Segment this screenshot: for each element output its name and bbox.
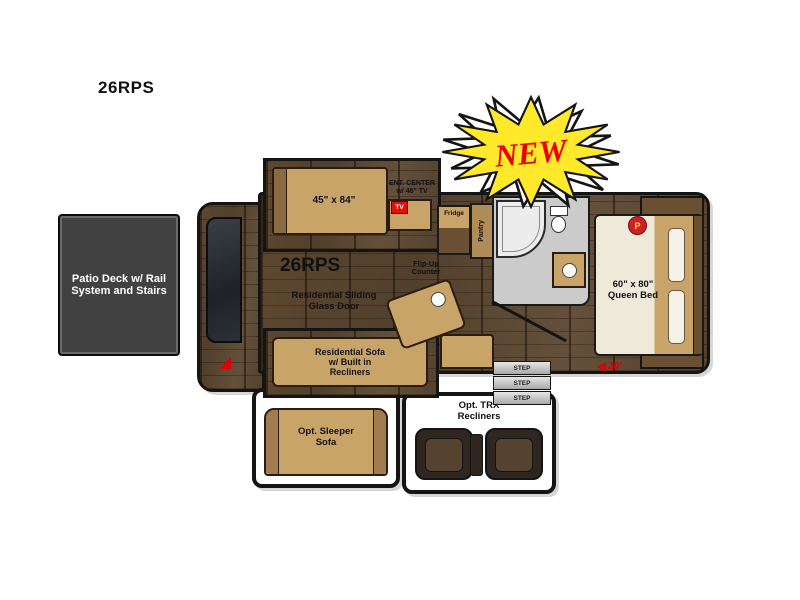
tv-chip: TV bbox=[391, 201, 408, 214]
step-2: STEP bbox=[493, 376, 551, 390]
new-badge: NEW bbox=[442, 94, 620, 210]
rear-glass-door bbox=[206, 217, 242, 343]
toilet bbox=[550, 206, 568, 233]
queen-bed bbox=[594, 214, 704, 356]
ent-center-cabinet bbox=[388, 199, 432, 231]
sofa-bed-slideout: 45" x 84" bbox=[263, 158, 441, 252]
sleeper-sofa-arm-right bbox=[373, 410, 386, 474]
queen-bed-label-line1: 60" x 80" bbox=[612, 279, 654, 290]
queen-bed-label: 60" x 80" Queen Bed bbox=[596, 279, 670, 301]
pantry: Pantry bbox=[470, 203, 494, 259]
trx-recliner-right bbox=[485, 428, 543, 480]
bed-headboard bbox=[693, 216, 702, 354]
ent-center-label-line1: ENT. CENTER bbox=[389, 180, 435, 187]
length-marker-label: 20' bbox=[608, 361, 622, 372]
sleeper-sofa-arm-left bbox=[266, 410, 279, 474]
sleeper-sofa bbox=[264, 408, 388, 476]
step-3: STEP bbox=[493, 391, 551, 405]
kitchen-counter bbox=[440, 334, 494, 369]
bathroom-sink bbox=[561, 262, 577, 278]
step-1: STEP bbox=[493, 361, 551, 375]
queen-bed-label-line2: Queen Bed bbox=[607, 289, 659, 301]
toilet-bowl bbox=[551, 216, 566, 233]
option-trx-label-wrap: Opt. TRX Recliners bbox=[406, 400, 552, 423]
option-sleeper-sofa-box: Opt. Sleeper Sofa bbox=[252, 388, 400, 488]
entry-steps: STEP STEP STEP bbox=[493, 361, 551, 406]
option-trx-recliners-box: Opt. TRX Recliners bbox=[402, 392, 556, 494]
fridge-label: Fridge bbox=[444, 210, 464, 217]
trx-recliner-left bbox=[415, 428, 473, 480]
flip-up-counter-label: Flip-Up Counter bbox=[411, 259, 441, 277]
sofa-bed-label: 45" x 84" bbox=[312, 195, 356, 207]
trx-recliner-right-seat bbox=[495, 438, 533, 472]
new-star-shape bbox=[442, 94, 620, 210]
page-title: 26RPS bbox=[98, 78, 155, 97]
option-sleeper-sofa-label-wrap: Opt. Sleeper Sofa bbox=[256, 392, 396, 484]
fridge: Fridge bbox=[437, 205, 471, 255]
patio-deck-label: Patio Deck w/ Rail System and Stairs bbox=[71, 272, 167, 297]
new-badge-label: NEW bbox=[492, 132, 570, 173]
ent-center-label: ENT. CENTER w/ 48" TV bbox=[384, 180, 440, 196]
bathroom-vanity bbox=[552, 252, 586, 288]
ent-center-label-line2: w/ 48" TV bbox=[396, 187, 428, 195]
pantry-label: Pantry bbox=[478, 220, 486, 242]
sofa-slideout: Residential Sofa w/ Built in Recliners bbox=[263, 328, 439, 398]
bed-pillow-top bbox=[668, 228, 685, 282]
sliding-door-label: Residential Sliding Glass Door bbox=[291, 290, 377, 312]
kitchen-sink bbox=[428, 289, 448, 310]
option-trx-recliners-label: Opt. TRX Recliners bbox=[445, 400, 513, 423]
length-arrow-icon bbox=[597, 361, 606, 372]
trx-recliner-left-seat bbox=[425, 438, 463, 472]
awning-marker-icon bbox=[219, 357, 231, 369]
toilet-tank bbox=[550, 206, 568, 216]
bed-pillow-bottom bbox=[668, 290, 685, 344]
residential-sofa-label: Residential Sofa w/ Built in Recliners bbox=[314, 346, 386, 378]
sofa-bed-armrest bbox=[274, 169, 287, 233]
floorplan-model-label: 26RPS bbox=[280, 255, 341, 276]
rear-cap bbox=[197, 202, 265, 392]
patio-deck: Patio Deck w/ Rail System and Stairs bbox=[58, 214, 180, 356]
sofa-bed: 45" x 84" bbox=[272, 167, 388, 235]
option-sleeper-sofa-label: Opt. Sleeper Sofa bbox=[298, 426, 354, 448]
length-marker: 20' bbox=[597, 361, 622, 372]
brand-logo-badge: P bbox=[628, 216, 647, 235]
trx-center-console bbox=[470, 434, 483, 476]
